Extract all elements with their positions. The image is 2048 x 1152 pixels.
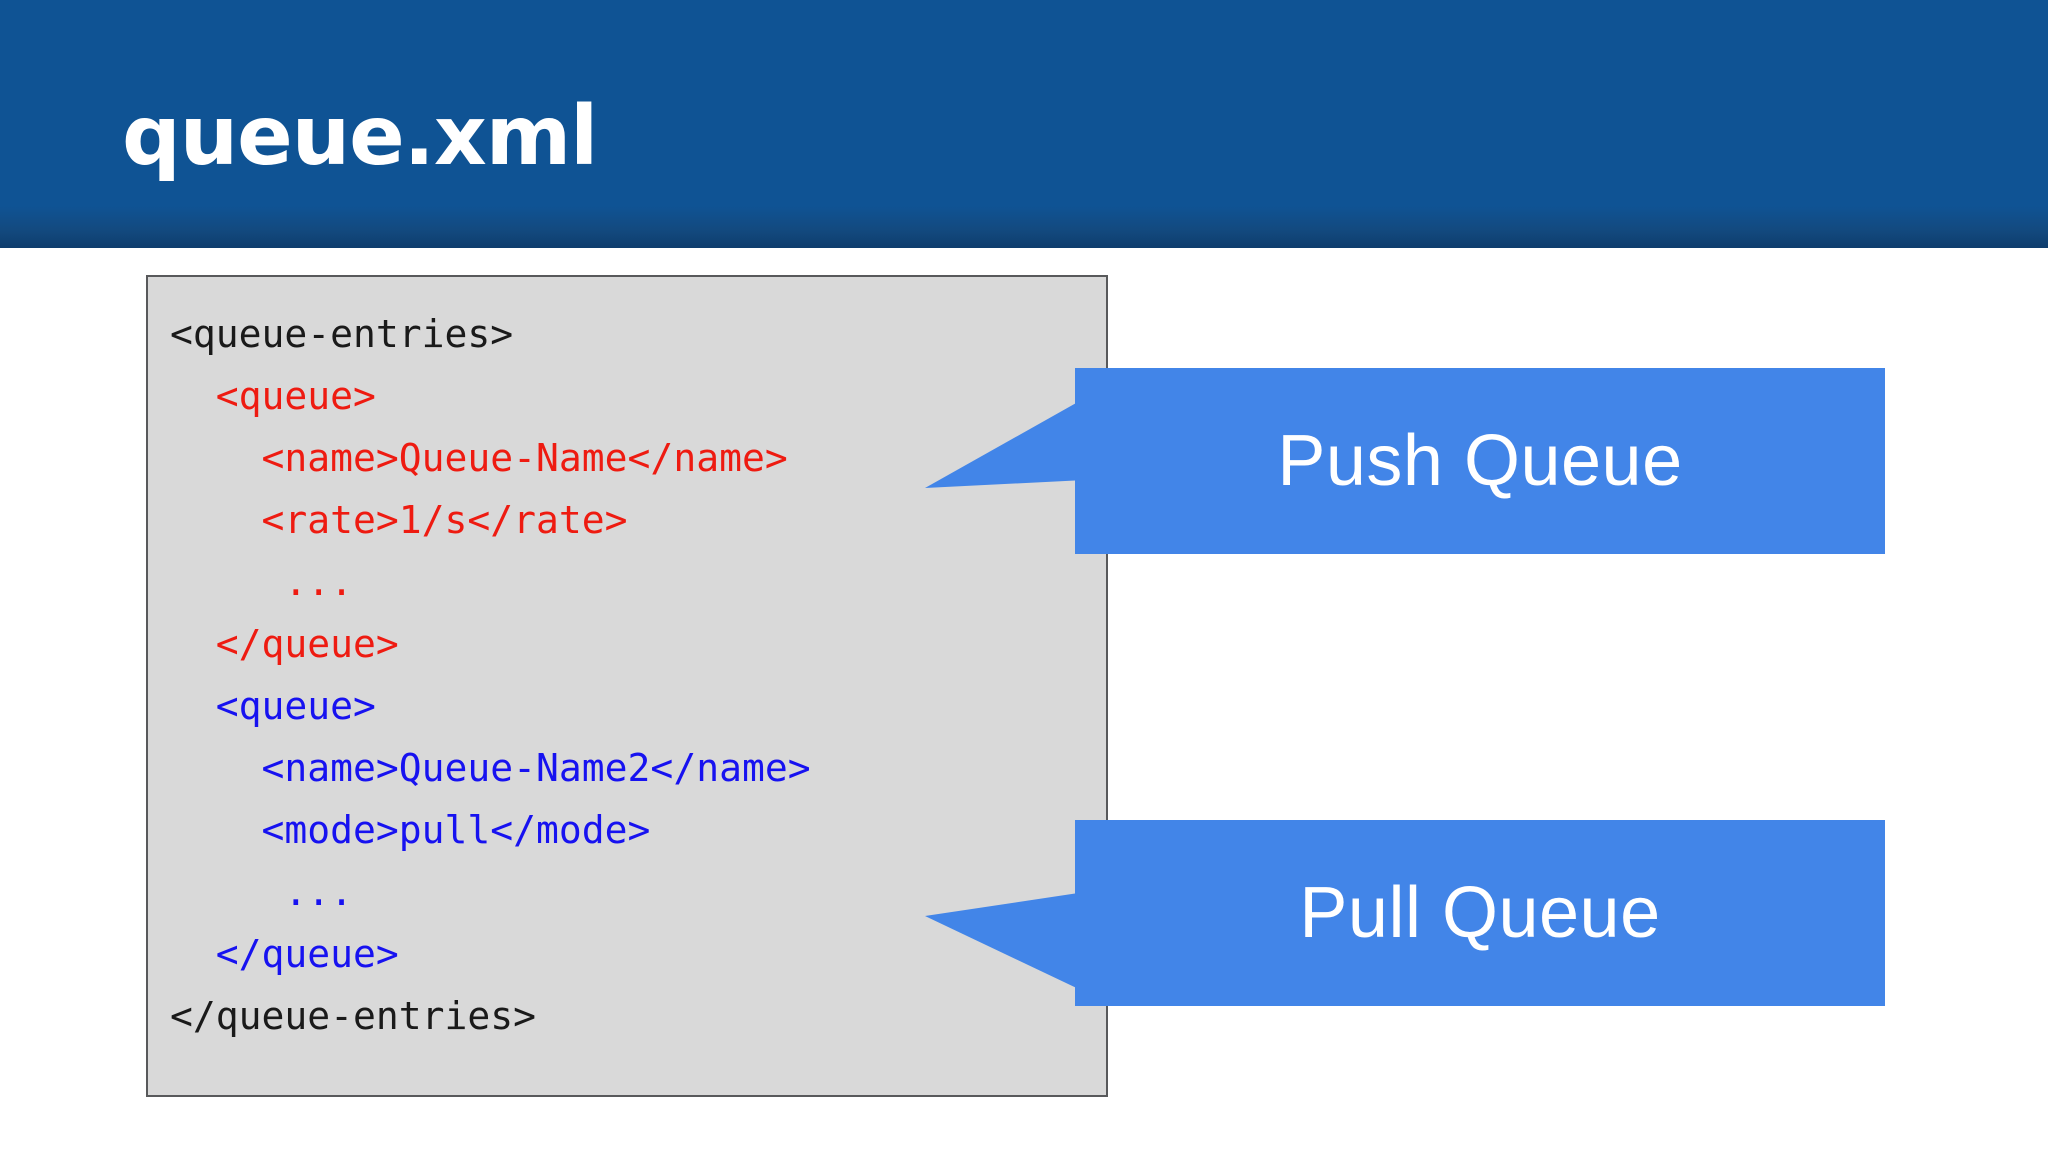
push-queue-callout[interactable]: Push Queue xyxy=(1075,368,1885,554)
code-line: </queue> xyxy=(170,932,399,976)
code-line: <name>Queue-Name2</name> xyxy=(170,746,811,790)
code-line: <queue> xyxy=(170,374,376,418)
code-line: ... xyxy=(170,560,354,604)
header-gradient-strip xyxy=(0,206,2048,248)
pull-queue-callout[interactable]: Pull Queue xyxy=(1075,820,1885,1006)
code-line: <mode>pull</mode> xyxy=(170,808,651,852)
push-queue-callout-label: Push Queue xyxy=(1277,421,1683,501)
code-line: ... xyxy=(170,870,354,914)
slide-header-banner: queue.xml xyxy=(0,0,2048,248)
code-line: <queue> xyxy=(170,684,376,728)
code-panel: <queue-entries> <queue> <name>Queue-Name… xyxy=(146,275,1108,1097)
code-line: <queue-entries> xyxy=(170,312,514,356)
code-listing: <queue-entries> <queue> <name>Queue-Name… xyxy=(170,303,1106,1047)
pull-queue-callout-label: Pull Queue xyxy=(1299,873,1661,953)
page-title: queue.xml xyxy=(122,89,598,184)
code-line: </queue> xyxy=(170,622,399,666)
code-line: </queue-entries> xyxy=(170,994,537,1038)
code-line: <rate>1/s</rate> xyxy=(170,498,628,542)
code-line: <name>Queue-Name</name> xyxy=(170,436,788,480)
